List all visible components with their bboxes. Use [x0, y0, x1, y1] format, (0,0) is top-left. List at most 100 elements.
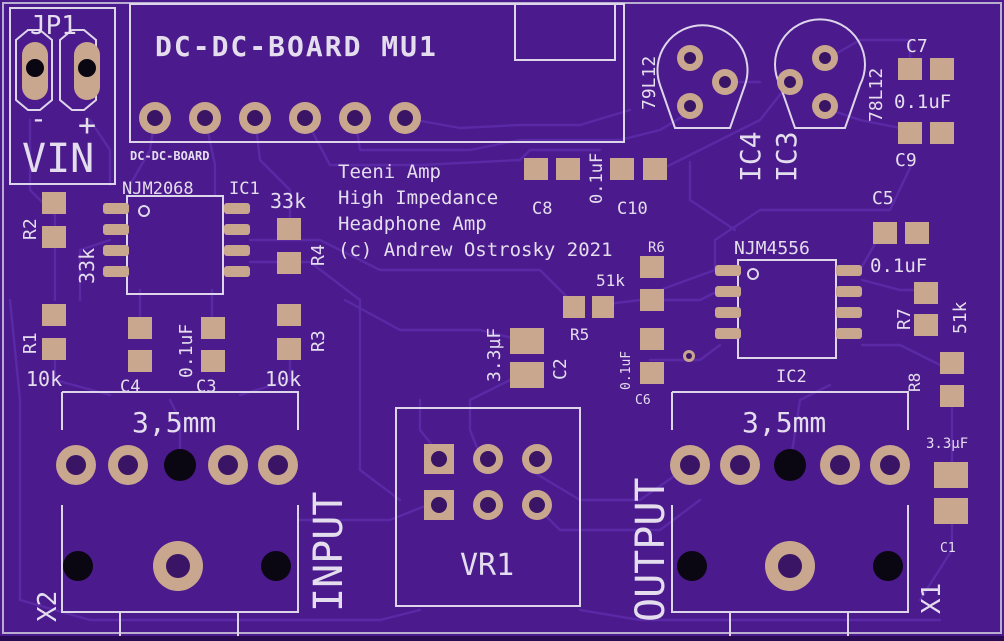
ic2-pad: [836, 307, 862, 318]
label-njm4556: NJM4556: [734, 238, 810, 259]
c5: C5 0.1uF: [870, 188, 929, 277]
label-output: OUTPUT: [628, 478, 674, 623]
jp1-connector: JP1 - + VIN: [9, 7, 116, 185]
ic1-pad: [103, 266, 129, 277]
label-ic3: IC3: [770, 131, 803, 182]
x1-drill: [730, 455, 750, 475]
label-c9: C9: [895, 150, 917, 171]
r2-pad-1: [42, 192, 66, 214]
label-c5-value: 0.1uF: [870, 255, 927, 277]
ic1-pad: [103, 203, 129, 214]
ic3-outline: [774, 18, 866, 129]
c2-pad-2: [510, 362, 544, 388]
ic1-pad: [224, 245, 250, 256]
center-passives: R6 51k R5 3.3µF C2 0.1uF C6: [484, 240, 695, 408]
dc-dc-drill-2: [197, 110, 213, 126]
ic3-drill-3: [819, 100, 831, 112]
r4-pad-2: [277, 252, 301, 274]
ic2-pad: [836, 328, 862, 339]
vr1-drill: [431, 497, 447, 513]
ic2-pad: [715, 307, 741, 318]
ic4-drill-2: [719, 76, 731, 88]
r7-pad-2: [914, 314, 938, 336]
label-minus: -: [30, 102, 47, 135]
jp1-outline: [9, 7, 116, 185]
ic1-pad: [224, 224, 250, 235]
label-r6: R6: [648, 240, 665, 256]
r6-pad-1: [640, 256, 664, 278]
c9-pad-1: [898, 122, 922, 144]
c8-c10: C8 0.1uF C10: [524, 153, 667, 219]
vr1-outline: [395, 407, 581, 607]
x2-outline-legs: [119, 612, 239, 636]
ic1-pin1-marker: [138, 205, 150, 217]
label-r3-value: 10k: [265, 367, 301, 391]
c5-pad-1: [873, 222, 897, 244]
label-x2: X2: [33, 591, 63, 622]
c4-pad-2: [128, 350, 152, 372]
r8-pad-2: [940, 385, 964, 407]
vr1-potentiometer: VR1: [395, 407, 581, 607]
label-x1: X1: [917, 583, 947, 614]
r2-pad-2: [42, 226, 66, 248]
dc-dc-title: DC-DC-BOARD MU1: [155, 30, 438, 63]
label-r2: R2: [20, 218, 41, 240]
label-jack-out: 3,5mm: [742, 406, 826, 439]
label-r4: R4: [308, 244, 329, 266]
label-r1: R1: [20, 332, 41, 354]
label-r4-value: 33k: [270, 189, 306, 213]
jp1-drill-minus: [26, 59, 44, 77]
c3-pad-2: [201, 350, 225, 372]
x1-drill: [680, 455, 700, 475]
dc-dc-drill-5: [347, 110, 363, 126]
x1-mount-hole: [677, 551, 707, 581]
dc-dc-drill-6: [397, 110, 413, 126]
ic1-pad: [103, 224, 129, 235]
dc-dc-drill-4: [297, 110, 313, 126]
ic2-njm4556: NJM4556 IC2: [715, 238, 862, 387]
r7-pad-1: [914, 282, 938, 304]
label-jack-in: 3,5mm: [132, 406, 216, 439]
ic1-outline: [126, 195, 224, 295]
dc-dc-pins: [139, 102, 421, 134]
vr1-drill: [529, 497, 545, 513]
label-c3-value: 0.1uF: [176, 324, 197, 378]
label-r8: R8: [905, 373, 924, 392]
x2-drill: [118, 455, 138, 475]
dc-dc-drill-3: [247, 110, 263, 126]
x2-drill: [66, 455, 86, 475]
jp1-drill-plus: [78, 59, 96, 77]
r4-pad-1: [277, 218, 301, 240]
ic3-drill-2: [784, 76, 796, 88]
label-jp1: JP1: [30, 11, 77, 41]
credit-line-2: High Impedance: [338, 187, 498, 209]
r5-pad-2: [592, 296, 614, 318]
c10-pad-1: [610, 158, 634, 180]
ic2-pin1-marker: [747, 268, 759, 280]
c6-pad-2: [640, 362, 664, 384]
dc-dc-connector-outline: [514, 3, 616, 61]
dc-dc-subtitle: DC-DC-BOARD: [130, 149, 209, 163]
label-r3: R3: [308, 330, 329, 352]
c9-pad-2: [930, 122, 954, 144]
c5-pad-2: [905, 222, 929, 244]
r8-pad-1: [940, 352, 964, 374]
x1-outline: [671, 391, 909, 613]
c3-pad-1: [201, 317, 225, 339]
ic3-drill-1: [819, 52, 831, 64]
r1-pad-2: [42, 338, 66, 360]
x2-drill: [268, 455, 288, 475]
c8-pad-1: [524, 158, 548, 180]
c1-pad-1: [934, 462, 968, 488]
label-ic4: IC4: [734, 131, 767, 182]
label-c10-value: 0.1uF: [587, 153, 607, 204]
label-r6-value: 51k: [596, 271, 625, 290]
credits: Teeni Amp High Impedance Headphone Amp (…: [338, 161, 613, 261]
label-c5: C5: [872, 188, 894, 209]
via-drill: [686, 353, 692, 359]
x1-mount-hole: [774, 449, 806, 481]
x2-input-jack: 3,5mm INPUT X2: [33, 391, 352, 636]
label-c2: C2: [550, 358, 571, 380]
